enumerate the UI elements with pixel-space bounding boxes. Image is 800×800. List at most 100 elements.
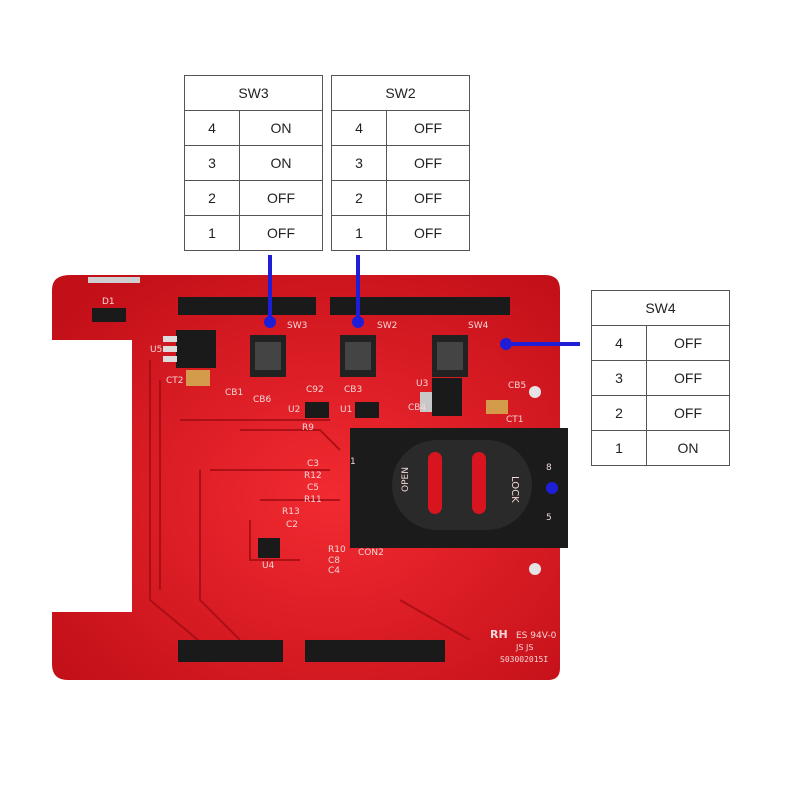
- label-cb5: CB5: [508, 381, 526, 391]
- label-lock: LOCK: [509, 476, 520, 503]
- ic-u4: [258, 538, 280, 558]
- ic-u3: [432, 378, 462, 416]
- state-cell: OFF: [239, 180, 323, 216]
- dip-switch-sw3: [250, 335, 286, 377]
- position-cell: 4: [591, 325, 647, 361]
- label-pin1: 1: [350, 457, 356, 467]
- label-pin8: 8: [546, 463, 552, 473]
- top-pin-header: [178, 297, 510, 315]
- state-cell: OFF: [646, 395, 730, 431]
- label-r9: R9: [302, 423, 314, 433]
- position-cell: 1: [184, 215, 240, 251]
- position-cell: 2: [331, 180, 387, 216]
- position-cell: 1: [331, 215, 387, 251]
- label-u2: U2: [288, 405, 300, 415]
- mount-hole: [529, 386, 541, 398]
- label-rating: ES 94V-0: [516, 631, 557, 641]
- position-cell: 1: [591, 430, 647, 466]
- label-cb4: CB4: [408, 403, 426, 413]
- state-cell: OFF: [646, 325, 730, 361]
- label-c4: C4: [328, 566, 340, 576]
- position-cell: 2: [591, 395, 647, 431]
- label-cb6: CB6: [253, 395, 271, 405]
- label-ct1: CT1: [506, 415, 524, 425]
- label-u1: U1: [340, 405, 352, 415]
- state-cell: OFF: [386, 215, 470, 251]
- mount-hole: [529, 563, 541, 575]
- label-c2: C2: [286, 520, 298, 530]
- indicator-dot-sw2: [352, 316, 364, 328]
- label-u3: U3: [416, 379, 428, 389]
- state-cell: ON: [239, 110, 323, 146]
- position-cell: 3: [331, 145, 387, 181]
- state-cell: OFF: [386, 180, 470, 216]
- ic-u1: [355, 402, 379, 418]
- label-cb1: CB1: [225, 388, 243, 398]
- ic-u2: [305, 402, 329, 418]
- label-serial: S03002015I: [500, 655, 548, 664]
- state-cell: ON: [646, 430, 730, 466]
- position-cell: 3: [591, 360, 647, 396]
- label-c8: C8: [328, 556, 340, 566]
- capacitor-ct2: [186, 370, 210, 386]
- label-pin5: 5: [546, 513, 552, 523]
- position-cell: 4: [331, 110, 387, 146]
- label-c92: C92: [306, 385, 324, 395]
- label-r10: R10: [328, 545, 346, 555]
- state-cell: OFF: [646, 360, 730, 396]
- logo-rh: RH: [490, 628, 508, 641]
- regulator-u5: [176, 330, 216, 368]
- dip-switch-sw2: [340, 335, 376, 377]
- indicator-dot-sim: [546, 482, 558, 494]
- label-d1: D1: [102, 297, 115, 307]
- table-title: SW2: [331, 75, 470, 111]
- table-title: SW4: [591, 290, 730, 326]
- capacitor-cb4: [420, 392, 432, 412]
- capacitor-ct1: [486, 400, 508, 414]
- bottom-pin-header: [178, 640, 445, 662]
- label-cb3: CB3: [344, 385, 362, 395]
- label-c3: C3: [307, 459, 319, 469]
- diode-d1: [92, 308, 126, 322]
- state-cell: OFF: [386, 145, 470, 181]
- indicator-dot-sw4: [500, 338, 512, 350]
- label-ct2: CT2: [166, 376, 184, 386]
- top-connector: [88, 277, 140, 283]
- label-sw4: SW4: [468, 321, 489, 331]
- label-c5: C5: [307, 483, 319, 493]
- position-cell: 2: [184, 180, 240, 216]
- label-mark: JS JS: [515, 643, 533, 652]
- sim-card-holder: [350, 428, 568, 548]
- state-cell: OFF: [386, 110, 470, 146]
- label-r12: R12: [304, 471, 322, 481]
- label-sw3: SW3: [287, 321, 307, 331]
- label-u4: U4: [262, 561, 275, 571]
- label-sw2: SW2: [377, 321, 397, 331]
- position-cell: 3: [184, 145, 240, 181]
- indicator-dot-sw3: [264, 316, 276, 328]
- state-cell: OFF: [239, 215, 323, 251]
- table-title: SW3: [184, 75, 323, 111]
- label-open: OPEN: [401, 467, 411, 492]
- label-r11: R11: [304, 495, 322, 505]
- dip-switch-sw4: [432, 335, 468, 377]
- label-u5: U5: [150, 345, 162, 355]
- label-con2: CON2: [358, 548, 384, 558]
- position-cell: 4: [184, 110, 240, 146]
